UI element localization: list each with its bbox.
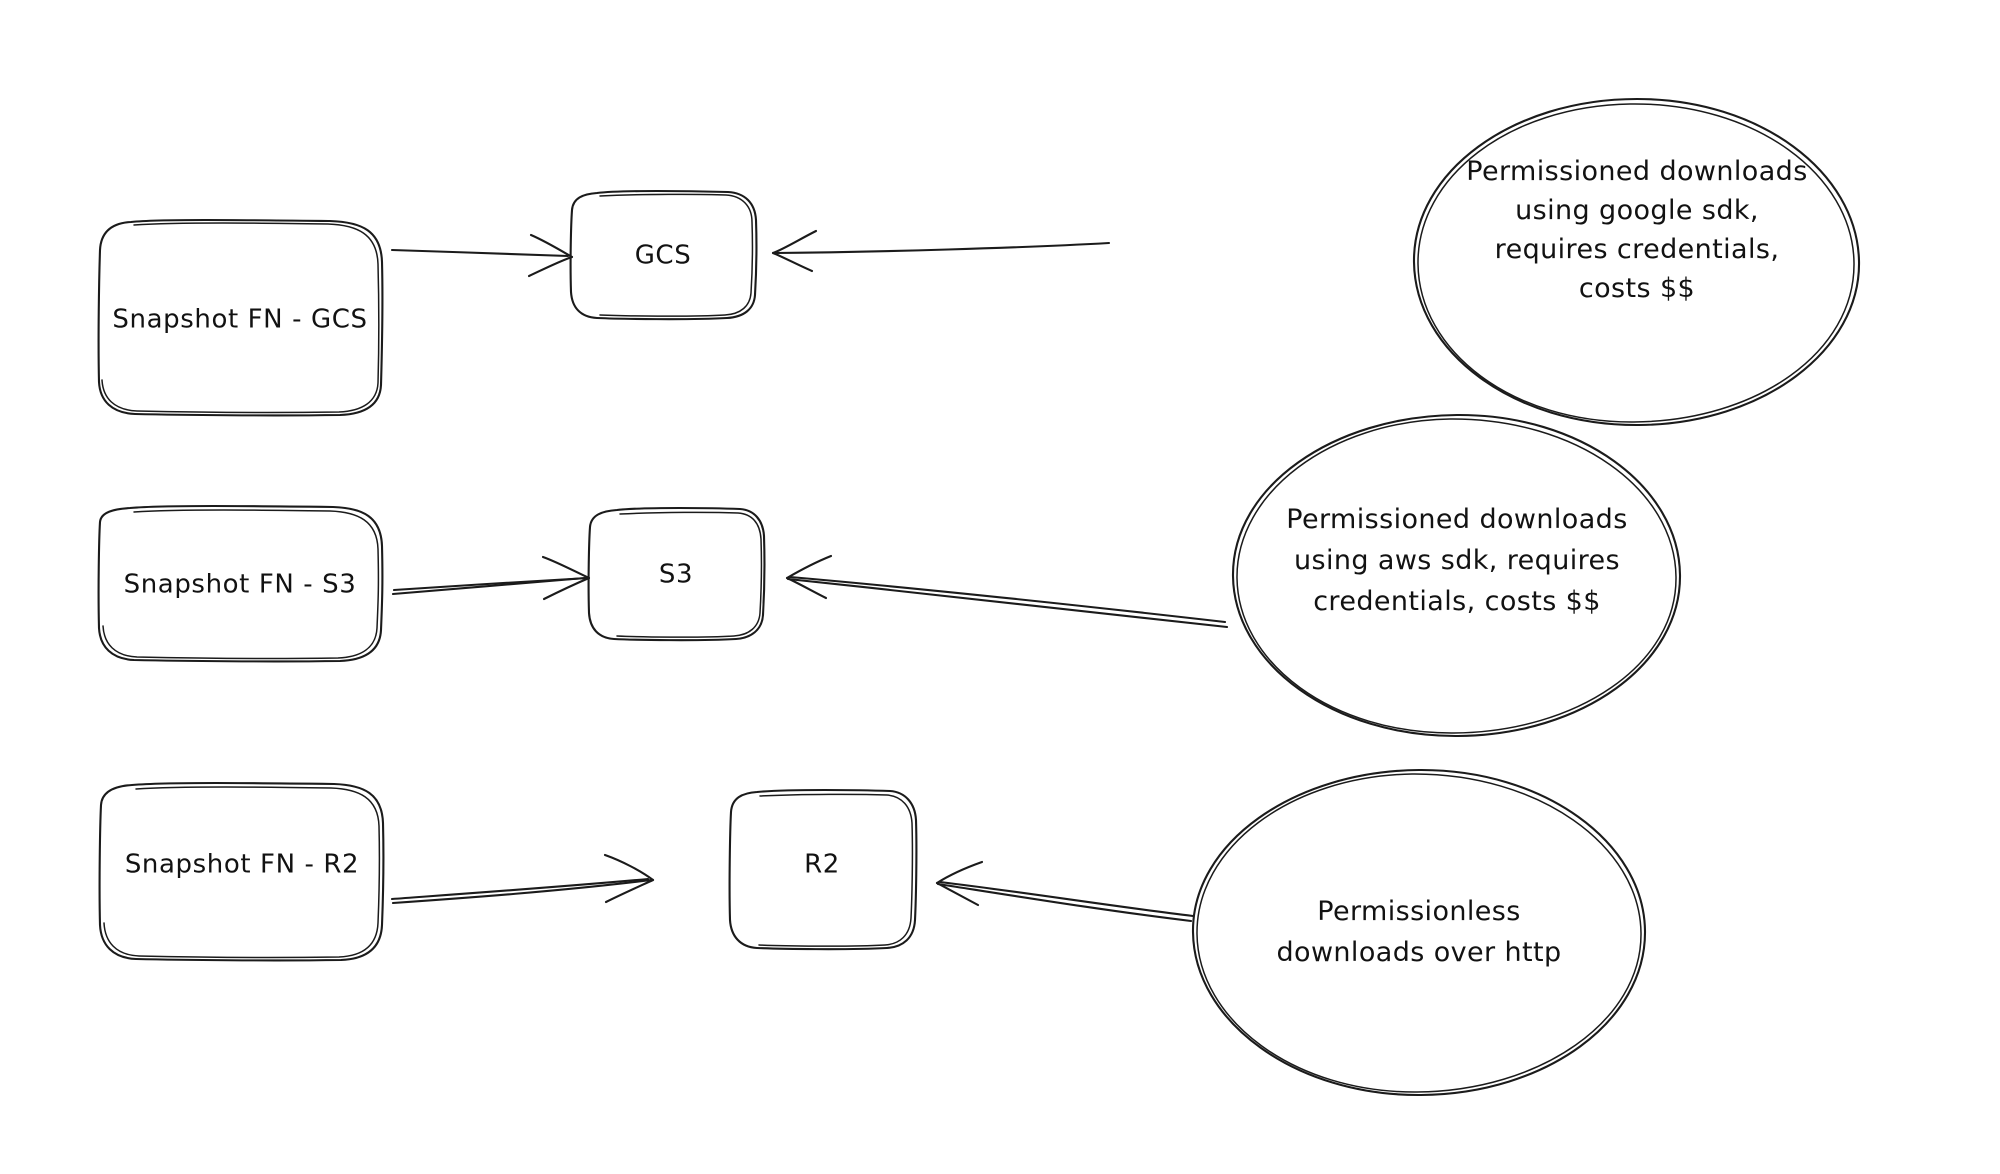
arrow-snapshot-fn-s3-to-s3 [391, 555, 591, 601]
note-gcs-permissioned-downloads[interactable]: Permissioned downloads using google sdk,… [1412, 97, 1861, 427]
node-r2[interactable]: R2 [728, 788, 918, 951]
note-gcs-line-3: requires credentials, [1495, 234, 1780, 265]
note-gcs-line-2: using google sdk, [1515, 195, 1759, 226]
note-s3-line-1: Permissioned downloads [1286, 504, 1627, 535]
node-snapshot-fn-s3[interactable]: Snapshot FN - S3 [97, 504, 384, 663]
node-gcs[interactable]: GCS [569, 189, 758, 321]
note-s3-line-2: using aws sdk, requires [1294, 545, 1620, 576]
node-s3[interactable]: S3 [587, 506, 766, 642]
s3-row: Snapshot FN - S3 S3 [97, 413, 1682, 738]
node-label-snapshot-fn-s3: Snapshot FN - S3 [124, 570, 357, 600]
node-label-gcs: GCS [635, 241, 692, 271]
note-s3-permissioned-downloads[interactable]: Permissioned downloads using aws sdk, re… [1231, 413, 1682, 738]
node-snapshot-fn-r2[interactable]: Snapshot FN - R2 [98, 781, 385, 962]
arrow-note-to-gcs [771, 229, 1111, 273]
r2-row: Snapshot FN - R2 R2 [98, 768, 1647, 1097]
node-label-s3: S3 [659, 560, 693, 590]
arrow-snapshot-fn-r2-to-r2 [390, 853, 655, 905]
note-r2-line-2: downloads over http [1276, 937, 1561, 968]
gcs-row: Snapshot FN - GCS GCS [96, 97, 1861, 427]
node-label-snapshot-fn-gcs: Snapshot FN - GCS [112, 305, 367, 335]
arrow-note-to-r2 [935, 860, 1195, 923]
note-gcs-line-4: costs $$ [1579, 273, 1695, 304]
node-label-r2: R2 [804, 850, 840, 880]
note-gcs-line-1: Permissioned downloads [1466, 156, 1807, 187]
node-label-snapshot-fn-r2: Snapshot FN - R2 [125, 850, 359, 880]
note-r2-line-1: Permissionless [1317, 896, 1520, 927]
note-r2-permissionless-downloads[interactable]: Permissionless downloads over http [1191, 768, 1647, 1097]
arrow-snapshot-fn-gcs-to-gcs [390, 233, 574, 278]
arrow-note-to-s3 [785, 554, 1229, 629]
note-s3-line-3: credentials, costs $$ [1313, 586, 1601, 617]
node-snapshot-fn-gcs[interactable]: Snapshot FN - GCS [96, 218, 384, 417]
